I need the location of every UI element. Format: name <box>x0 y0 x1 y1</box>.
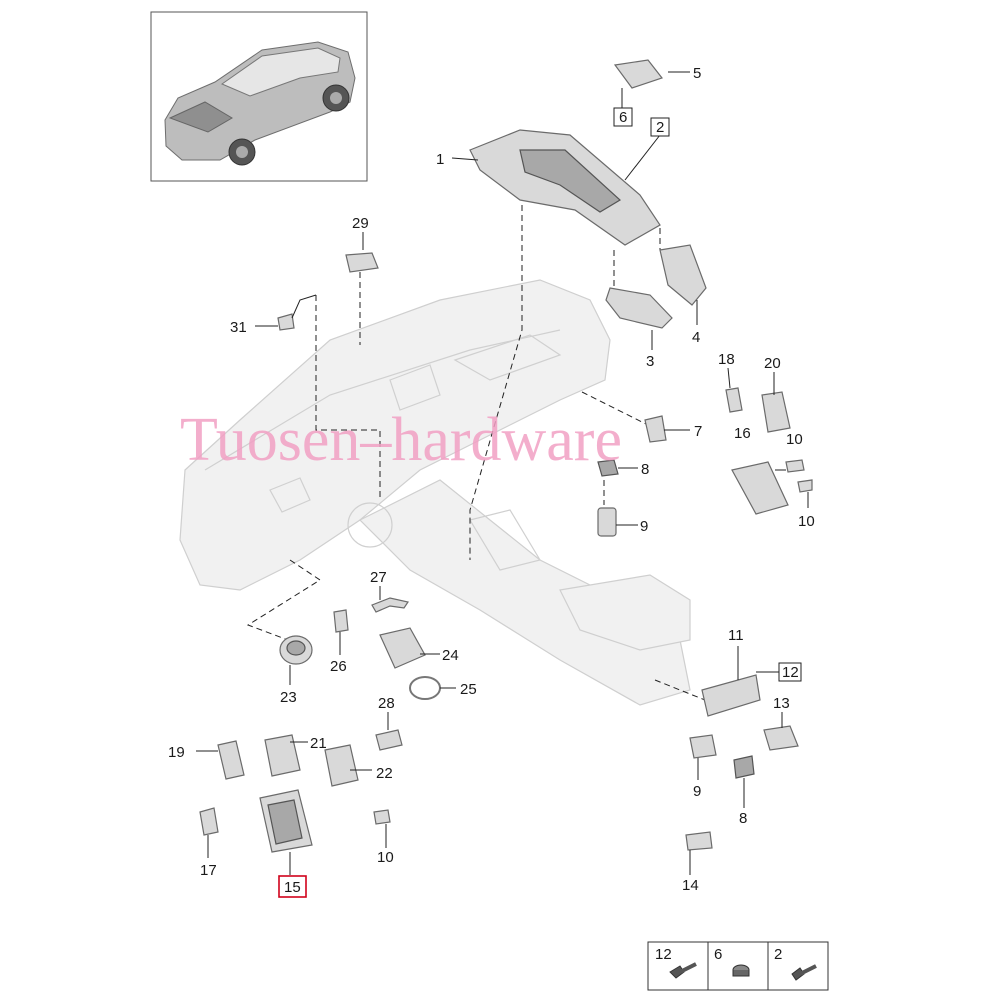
part-9-socket[interactable] <box>597 507 617 537</box>
callout-2-box <box>650 117 670 137</box>
callout-13[interactable]: 13 <box>773 695 790 712</box>
fastener-table: 12 6 2 <box>647 941 829 991</box>
callout-26[interactable]: 26 <box>330 658 347 675</box>
part-1-center-console-frame[interactable] <box>469 129 661 246</box>
callout-6[interactable]: 6 <box>619 109 627 126</box>
callout-8a[interactable]: 8 <box>641 461 649 478</box>
part-4-control-panel[interactable] <box>659 244 707 306</box>
part-23-knob[interactable] <box>279 635 313 665</box>
part-19-switch-strip[interactable] <box>217 740 245 780</box>
fastener-label-2: 6 <box>714 946 722 963</box>
callout-31[interactable]: 31 <box>230 319 247 336</box>
bolt-icon <box>669 962 697 979</box>
callout-15-box <box>278 875 307 898</box>
fastener-cell-3[interactable] <box>767 941 829 991</box>
part-3-control-unit[interactable] <box>605 287 673 329</box>
callout-21[interactable]: 21 <box>310 735 327 752</box>
part-10-clip-a[interactable] <box>785 459 805 473</box>
part-14-cover[interactable] <box>685 831 713 851</box>
callout-8b[interactable]: 8 <box>739 810 747 827</box>
callout-10a[interactable]: 10 <box>786 431 803 448</box>
nut-icon <box>732 964 750 977</box>
part-10-clip-c[interactable] <box>373 809 391 825</box>
dashboard-ghost <box>179 279 691 706</box>
callout-4[interactable]: 4 <box>692 329 700 346</box>
callout-6-box <box>613 107 633 127</box>
fastener-label-3: 2 <box>774 946 782 963</box>
part-11-console-panel[interactable] <box>701 674 761 717</box>
part-10-clip-b[interactable] <box>797 479 813 493</box>
fastener-cell-1[interactable] <box>647 941 709 991</box>
part-18-trim[interactable] <box>725 387 743 413</box>
callout-20[interactable]: 20 <box>764 355 781 372</box>
part-24-ignition[interactable] <box>379 627 426 669</box>
part-21-switch-block[interactable] <box>264 734 301 777</box>
callout-24[interactable]: 24 <box>442 647 459 664</box>
assembly-lines <box>246 205 706 701</box>
part-13-socket[interactable] <box>763 725 799 751</box>
callout-16[interactable]: 16 <box>734 425 751 442</box>
callout-29[interactable]: 29 <box>352 215 369 232</box>
callout-12-box <box>778 662 802 682</box>
callout-23[interactable]: 23 <box>280 689 297 706</box>
callout-labels: 1 2 3 4 5 6 7 8 9 29 31 18 20 16 10 10 2… <box>168 65 815 898</box>
callout-12[interactable]: 12 <box>782 664 799 681</box>
callout-5[interactable]: 5 <box>693 65 701 82</box>
callout-9a[interactable]: 9 <box>640 518 648 535</box>
part-8-switch[interactable] <box>597 459 619 477</box>
part-8-switch-b[interactable] <box>733 755 755 779</box>
callout-17[interactable]: 17 <box>200 862 217 879</box>
callout-22[interactable]: 22 <box>376 765 393 782</box>
callout-25[interactable]: 25 <box>460 681 477 698</box>
callout-14[interactable]: 14 <box>682 877 699 894</box>
screw-icon <box>791 964 817 981</box>
callout-28[interactable]: 28 <box>378 695 395 712</box>
part-22-switch-block[interactable] <box>324 744 359 787</box>
part-27-cable[interactable] <box>371 597 409 613</box>
callout-2[interactable]: 2 <box>656 119 664 136</box>
part-26-switch[interactable] <box>333 609 349 633</box>
vehicle-thumbnail <box>150 11 368 182</box>
callout-19[interactable]: 19 <box>168 744 185 761</box>
part-5-trim-cap[interactable] <box>613 59 663 89</box>
callout-10b[interactable]: 10 <box>798 513 815 530</box>
watermark: Tuosen–hardware <box>180 406 622 474</box>
part-29-sensor[interactable] <box>345 252 379 273</box>
fastener-label-1: 12 <box>655 946 672 963</box>
callout-7[interactable]: 7 <box>694 423 702 440</box>
part-25-ring[interactable] <box>409 676 441 700</box>
callout-3[interactable]: 3 <box>646 353 654 370</box>
part-9-socket-b[interactable] <box>689 734 717 759</box>
car-icon <box>164 41 356 166</box>
callout-18[interactable]: 18 <box>718 351 735 368</box>
part-28-button[interactable] <box>375 729 403 751</box>
part-7-bracket[interactable] <box>644 415 667 443</box>
part-20-switch-module[interactable] <box>761 391 791 433</box>
part-16-switch-panel[interactable] <box>731 461 789 515</box>
leader-lines <box>196 71 809 875</box>
callout-9b[interactable]: 9 <box>693 783 701 800</box>
part-31-connector[interactable] <box>277 294 317 331</box>
callout-27[interactable]: 27 <box>370 569 387 586</box>
callout-10c[interactable]: 10 <box>377 849 394 866</box>
callout-15[interactable]: 15 <box>284 879 301 896</box>
callout-1[interactable]: 1 <box>436 151 444 168</box>
part-17-cover[interactable] <box>199 807 219 836</box>
callout-11[interactable]: 11 <box>728 627 744 644</box>
part-15-switch-panel[interactable] <box>259 789 313 853</box>
